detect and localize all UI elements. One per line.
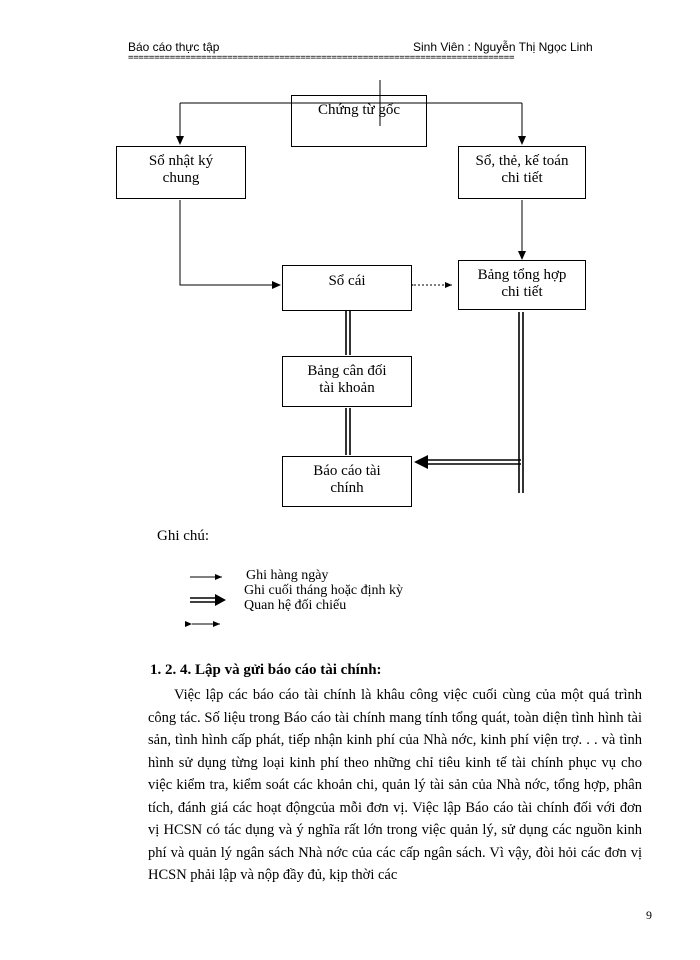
box-bang-tong-hop: Bảng tổng hợp chi tiết <box>458 260 586 310</box>
page-number: 9 <box>646 908 652 922</box>
box-chung-tu-goc: Chứng từ gốc <box>291 95 427 147</box>
box-so-cai-line-1: Sổ cái <box>328 273 366 289</box>
box-bao-cao-tai-chinh-line-2: chính <box>330 480 364 496</box>
legend-item-periodic: Ghi cuối tháng hoặc định kỳ <box>244 583 404 598</box>
box-bang-tong-hop-line-2: chi tiết <box>501 284 543 300</box>
box-so-the-ke-toan-line-1: Sổ, thẻ, kế toán <box>475 153 569 169</box>
box-so-cai: Sổ cái <box>282 265 412 311</box>
header-rule: ========================================… <box>128 54 515 62</box>
arrowhead-to-bao-cao <box>414 455 428 469</box>
box-bao-cao-tai-chinh: Báo cáo tài chính <box>282 456 412 507</box>
legend-item-daily: Ghi hàng ngày <box>246 568 329 583</box>
box-so-nhat-ky-chung-line-1: Sổ nhật ký <box>148 153 214 169</box>
box-so-nhat-ky-chung-line-2: chung <box>162 170 200 186</box>
section-paragraph: Việc lập các báo cáo tài chính là khâu c… <box>148 687 642 883</box>
box-bang-can-doi-line-2: tài khoản <box>319 380 375 396</box>
legend-title: Ghi chú: <box>157 528 210 544</box>
box-bang-can-doi-line-1: Bảng cân đối <box>307 363 387 379</box>
box-bang-can-doi: Bảng cân đối tài khoản <box>282 356 412 407</box>
header-left-title: Báo cáo thực tập <box>128 40 220 54</box>
box-so-the-ke-toan: Sổ, thẻ, kế toán chi tiết <box>458 146 586 199</box>
header-right-author: Sinh Viên : Nguyễn Thị Ngọc Linh <box>413 40 593 54</box>
arrow-so-nhat-ky-to-so-cai <box>179 200 281 289</box>
legend-item-compare: Quan hệ đối chiếu <box>244 598 347 613</box>
box-so-nhat-ky-chung: Sổ nhật ký chung <box>116 146 246 199</box>
box-bang-tong-hop-line-1: Bảng tổng hợp <box>477 267 567 283</box>
box-bao-cao-tai-chinh-line-1: Báo cáo tài <box>313 463 381 479</box>
box-chung-tu-goc-line-1: Chứng từ gốc <box>317 102 401 118</box>
section-heading: 1. 2. 4. Lập và gửi báo cáo tài chính: <box>150 662 382 678</box>
box-so-the-ke-toan-line-2: chi tiết <box>501 170 543 186</box>
legend-thick-arrowhead <box>215 594 226 606</box>
